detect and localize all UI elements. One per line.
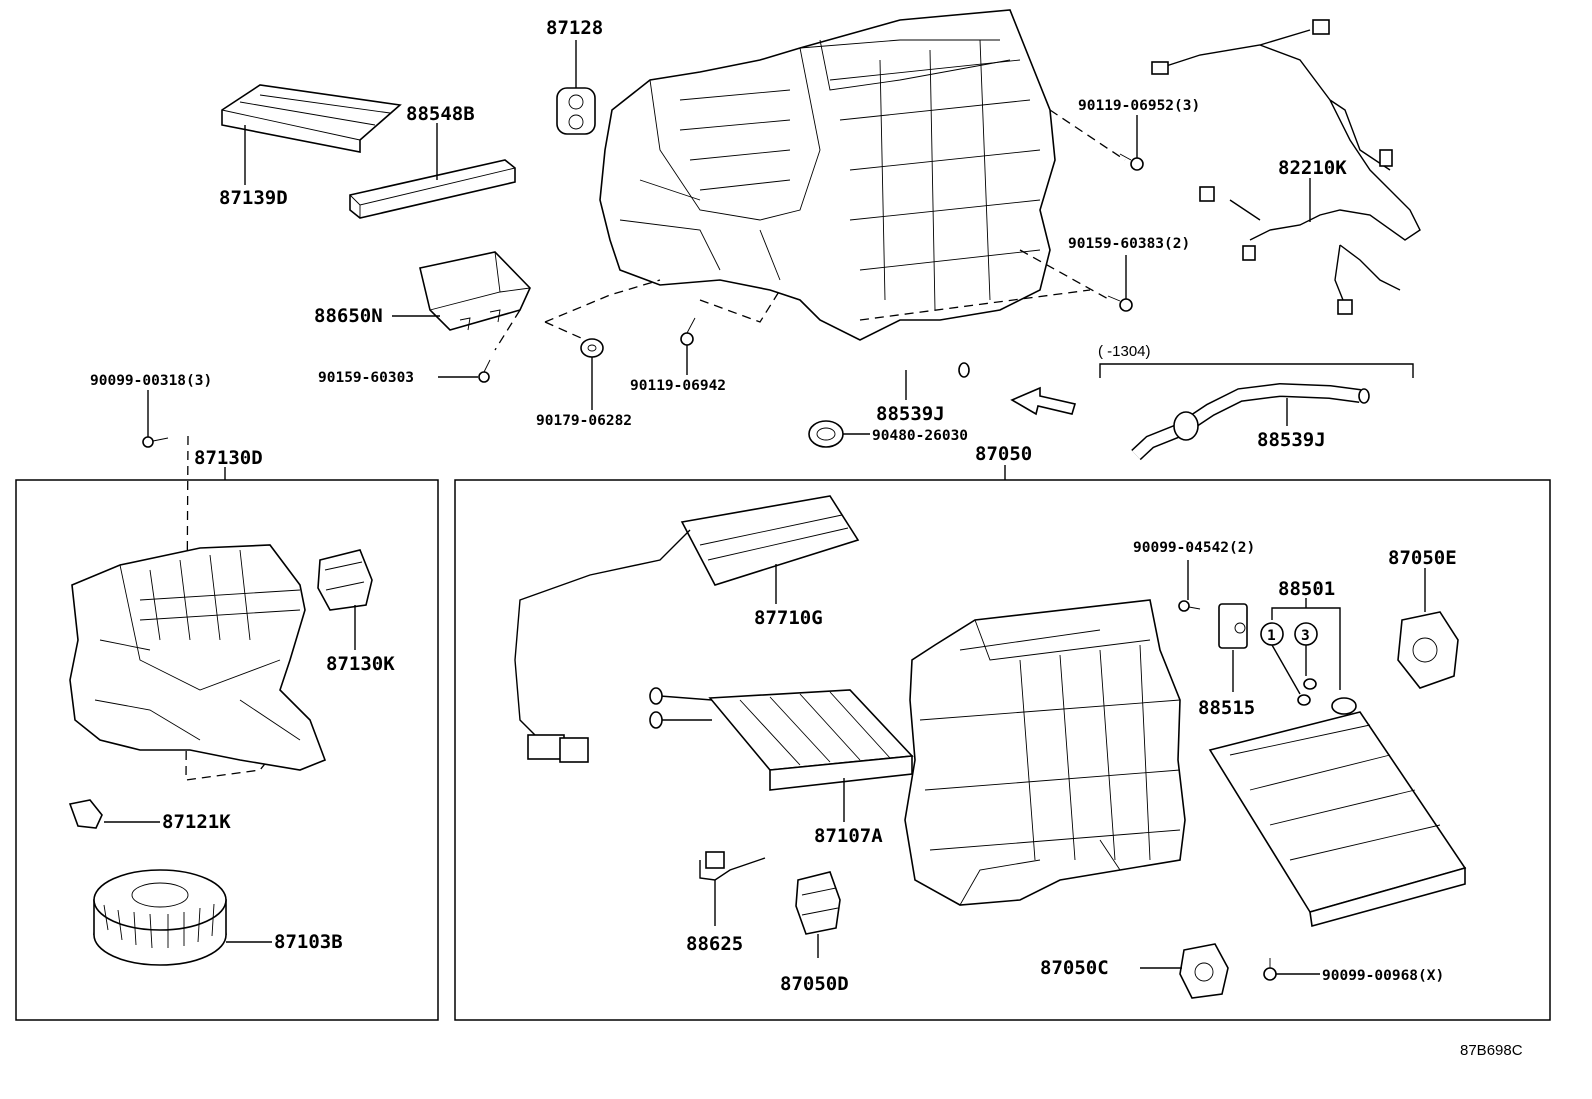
part-87103B-blower-motor: 87103B — [93, 869, 343, 966]
label-88539J-left: 88539J — [876, 403, 945, 425]
part-90480-26030-grommet: 90480-26030 — [808, 420, 968, 448]
label-87050E: 87050E — [1388, 547, 1457, 569]
part-87050C-servo: 87050C — [1040, 943, 1229, 999]
label-88515: 88515 — [1198, 697, 1255, 719]
label-87050: 87050 — [975, 443, 1032, 465]
label-90159-60383: 90159-60383(2) — [1068, 236, 1190, 252]
label-90159-60303: 90159-60303 — [318, 370, 414, 386]
label-87121K: 87121K — [162, 811, 231, 833]
part-90159-60383-screw: 90159-60383(2) — [1068, 236, 1190, 312]
part-87710G-heater-element: 87710G — [514, 495, 860, 763]
label-90099-04542: 90099-04542(2) — [1133, 540, 1255, 556]
label-88501: 88501 — [1278, 578, 1335, 600]
label-87710G: 87710G — [754, 607, 823, 629]
part-87139D-filter: 87139D — [219, 84, 402, 209]
label-90099-00968: 90099-00968(X) — [1322, 968, 1444, 984]
label-88625: 88625 — [686, 933, 743, 955]
part-82210K-wire-harness: 82210K — [1151, 19, 1421, 315]
part-90099-04542-screw: 90099-04542(2) — [1133, 540, 1255, 612]
part-90179-06282-nut: 90179-06282 — [536, 338, 632, 429]
label-87050C: 87050C — [1040, 957, 1109, 979]
part-90159-60303-screw: 90159-60303 — [318, 359, 491, 386]
label-90119-06952: 90119-06952(3) — [1078, 98, 1200, 114]
hvac-unit-assembly — [599, 9, 1056, 341]
label-87130K: 87130K — [326, 653, 395, 675]
part-90099-00968-screw: 90099-00968(X) — [1263, 958, 1444, 984]
part-87050D-servo: 87050D — [780, 871, 849, 995]
part-87107A-heater-core: 87107A — [649, 687, 914, 847]
label-88650N: 88650N — [314, 305, 383, 327]
label-82210K: 82210K — [1278, 157, 1347, 179]
part-88501-evaporator: 88501 1 3 — [1208, 578, 1467, 928]
part-88515-expansion-valve: 88515 — [1198, 603, 1255, 719]
part-90119-06942-bolt: 90119-06942 — [630, 317, 726, 394]
range-bracket: ( -1304) — [1098, 343, 1414, 378]
label-88539J-right: 88539J — [1257, 429, 1326, 451]
part-87050-hvac-case — [904, 599, 1186, 906]
label-87050D: 87050D — [780, 973, 849, 995]
part-90099-00318-screw: 90099-00318(3) — [90, 373, 212, 448]
part-87128-grommet: 87128 — [546, 17, 603, 135]
part-87130D-blower-housing — [69, 544, 327, 771]
part-88548B-filter-cover: 88548B — [349, 103, 516, 219]
label-90099-00318: 90099-00318(3) — [90, 373, 212, 389]
part-87050E-servo: 87050E — [1388, 547, 1459, 689]
label-87103B: 87103B — [274, 931, 343, 953]
part-88539J-hose-variant: 88539J — [1131, 382, 1370, 461]
part-88625-thermistor: 88625 — [686, 851, 766, 955]
mount-dash-lines — [494, 109, 1126, 351]
label-87128: 87128 — [546, 17, 603, 39]
label-90119-06942: 90119-06942 — [630, 378, 726, 394]
diagram-code: 87B698C — [1460, 1042, 1523, 1059]
label-87130D: 87130D — [194, 447, 263, 469]
range-note: ( -1304) — [1098, 343, 1151, 360]
part-88539J-drain-hose: 88539J — [762, 350, 970, 441]
label-87107A: 87107A — [814, 825, 883, 847]
label-88548B: 88548B — [406, 103, 475, 125]
callout-3: 3 — [1301, 628, 1310, 644]
label-87139D: 87139D — [219, 187, 288, 209]
part-88650N-amplifier: 88650N — [314, 251, 531, 331]
label-90480-26030: 90480-26030 — [872, 428, 968, 444]
arrow-left-icon — [1010, 386, 1077, 416]
part-87121K-sensor: 87121K — [68, 799, 231, 833]
part-87130K-servo: 87130K — [317, 549, 395, 675]
label-90179-06282: 90179-06282 — [536, 413, 632, 429]
part-90119-06952-bolt: 90119-06952(3) — [1078, 98, 1200, 171]
callout-1: 1 — [1267, 628, 1276, 644]
box-87050: 87050 — [454, 443, 1551, 1021]
